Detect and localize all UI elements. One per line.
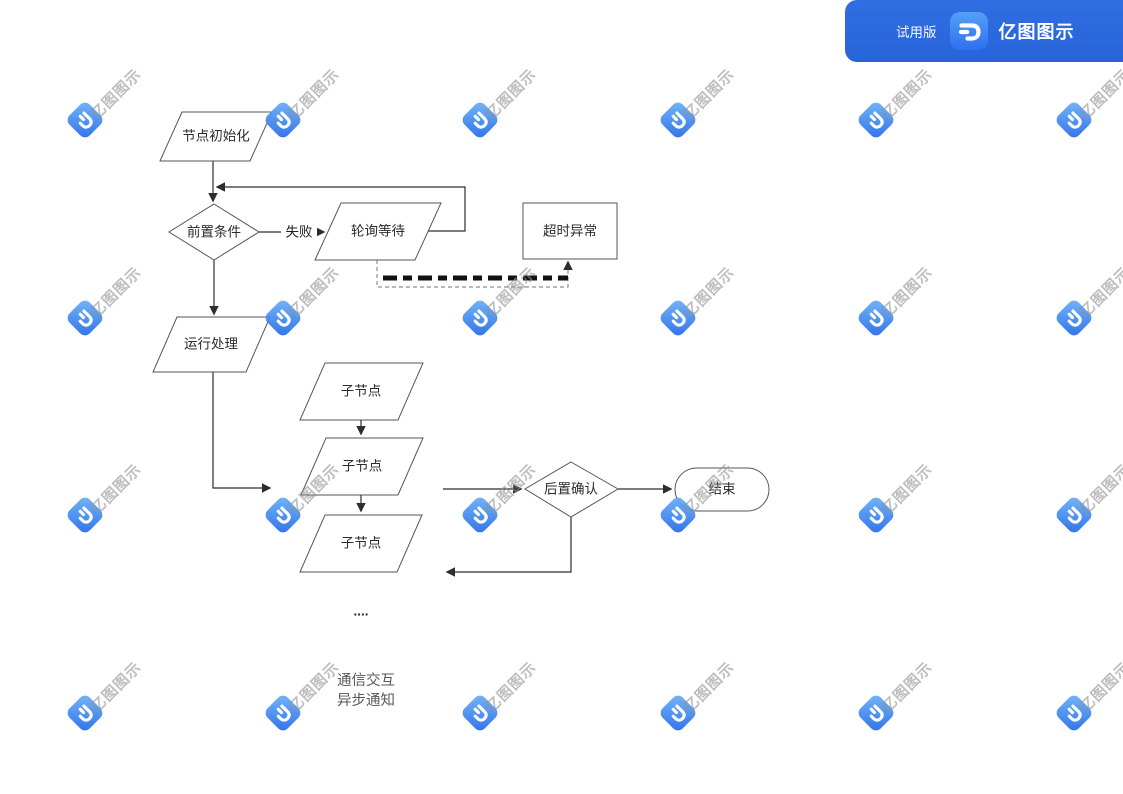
- node-child1-shape[interactable]: [299, 362, 424, 421]
- connector-polling-loopback: [215, 182, 466, 232]
- node-polling-label: 轮询等待: [351, 223, 405, 239]
- node-timeout-shape[interactable]: [522, 202, 618, 260]
- node-child3-shape[interactable]: [299, 514, 423, 573]
- node-run-shape[interactable]: [152, 316, 271, 373]
- node-child2-label: 子节点: [342, 459, 383, 474]
- node-precondition-label: 前置条件: [187, 224, 241, 240]
- node-end-shape[interactable]: [674, 467, 770, 512]
- edge-label-fail: 失败: [281, 220, 317, 244]
- node-child3-label: 子节点: [341, 536, 382, 551]
- node-child2[interactable]: 子节点: [300, 437, 424, 496]
- trial-version-label: 试用版: [896, 25, 937, 40]
- brand-name: 亿图图示: [998, 22, 1075, 42]
- node-post-confirm-shape[interactable]: [524, 461, 619, 518]
- edge-label-fail-bg: [281, 220, 317, 244]
- node-end[interactable]: 结束: [674, 467, 770, 512]
- node-run[interactable]: 运行处理: [152, 316, 271, 373]
- node-child1[interactable]: 子节点: [299, 362, 424, 421]
- node-init-shape[interactable]: [159, 111, 273, 162]
- connector-run-to-container: [212, 372, 272, 493]
- node-child2-shape[interactable]: [300, 437, 424, 496]
- node-end-label: 结束: [709, 482, 737, 497]
- node-run-label: 运行处理: [184, 337, 238, 352]
- node-precondition-shape[interactable]: [168, 203, 260, 261]
- edraw-logo-icon: [949, 12, 988, 50]
- ellipsis-label: ....: [353, 604, 368, 619]
- node-post-confirm-label: 后置确认: [544, 482, 598, 497]
- node-precondition[interactable]: 前置条件: [168, 203, 260, 261]
- trial-banner[interactable]: 试用版 亿图图示: [845, 0, 1123, 62]
- legend-line1: 通信交互: [337, 671, 395, 689]
- connector-postconfirm-loopback: [445, 517, 572, 577]
- node-child3[interactable]: 子节点: [299, 514, 423, 573]
- node-timeout[interactable]: 超时异常: [522, 202, 618, 260]
- node-polling-shape[interactable]: [314, 202, 442, 261]
- node-post-confirm[interactable]: 后置确认: [524, 461, 619, 518]
- node-timeout-label: 超时异常: [543, 224, 597, 239]
- node-init[interactable]: 节点初始化: [159, 111, 273, 162]
- node-child1-label: 子节点: [341, 384, 382, 399]
- legend-line2: 异步通知: [337, 692, 395, 709]
- connector-dashed-polling-to-timeout: [376, 260, 573, 288]
- node-polling[interactable]: 轮询等待: [314, 202, 442, 261]
- edge-label-fail-text: 失败: [286, 225, 313, 240]
- node-init-label: 节点初始化: [182, 128, 250, 144]
